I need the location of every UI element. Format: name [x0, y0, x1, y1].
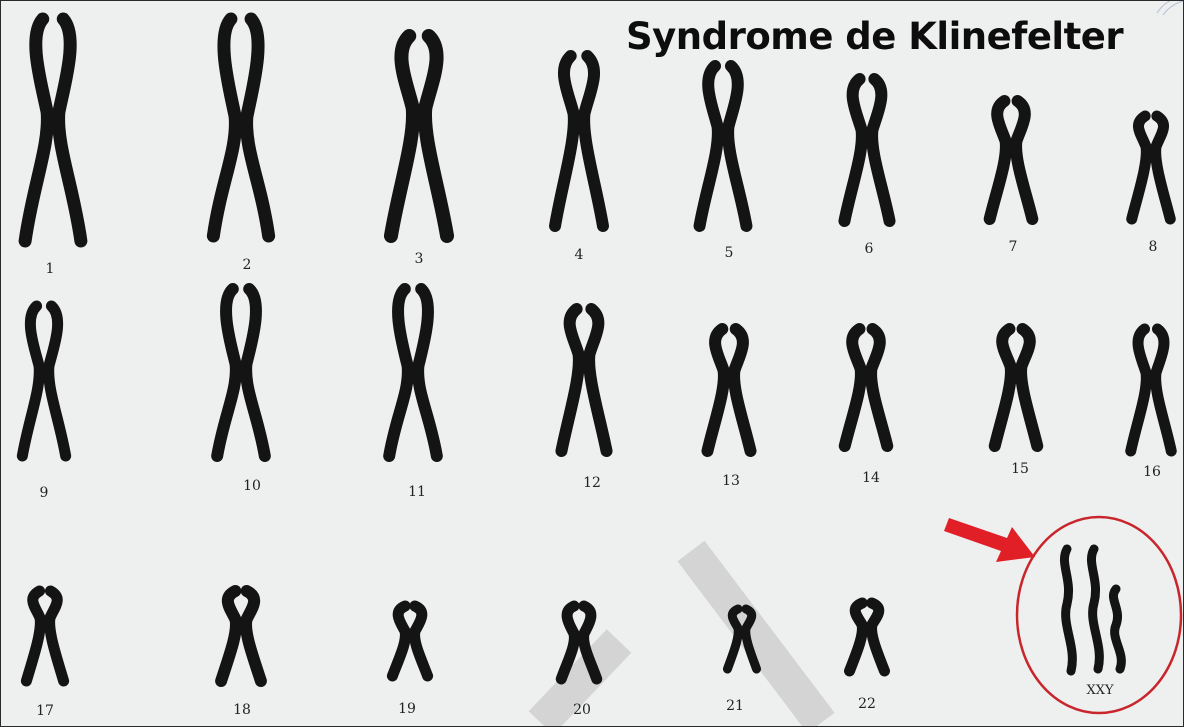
chromatid	[1156, 329, 1172, 451]
chromatid	[49, 306, 66, 456]
chromosome-label-21: 21	[726, 698, 744, 714]
chromosome-label-6: 6	[865, 241, 874, 257]
chromatid	[246, 591, 261, 681]
chromatid	[990, 101, 1006, 219]
chromatid	[26, 591, 40, 681]
chromatid	[50, 591, 64, 681]
chromatid	[425, 36, 447, 236]
chromosome-label-5: 5	[725, 245, 734, 261]
chromosome-pair-14	[845, 329, 888, 446]
chromosome-label-15: 15	[1011, 461, 1029, 477]
chromosome-pair-12	[561, 309, 606, 451]
chromatid	[1132, 116, 1147, 219]
chromosome-pair-22	[850, 603, 885, 671]
chromatid	[418, 289, 437, 456]
chromatid	[995, 329, 1011, 446]
chromosome-pair-10	[217, 289, 265, 456]
chromosome-label-22: 22	[858, 696, 876, 712]
chromatid	[392, 606, 405, 676]
chromosome-pair-15	[995, 329, 1038, 446]
chromatid	[871, 329, 887, 446]
chromosome-label-12: 12	[583, 475, 601, 491]
chromatid	[584, 56, 603, 226]
chromatid	[25, 19, 47, 241]
chromatid	[850, 603, 863, 671]
chromatid	[415, 606, 428, 676]
x-chromosome-1	[1064, 549, 1072, 671]
chromatid	[22, 306, 39, 456]
chromosome-label-4: 4	[575, 247, 584, 263]
chromosome-pair-2	[213, 19, 268, 236]
chromatid	[217, 289, 236, 456]
xxy-label: XXY	[1086, 683, 1114, 698]
chromatid	[221, 591, 236, 681]
chromosome-pair-7	[990, 101, 1033, 219]
chromatid	[700, 66, 718, 226]
chromosome-label-10: 10	[243, 478, 261, 494]
chromosome-pair-17	[26, 591, 63, 681]
chromosome-pair-19	[392, 606, 427, 676]
chromosome-pair-8	[1132, 116, 1171, 219]
chromatid	[389, 289, 408, 456]
x-chromosome-2	[1091, 549, 1099, 669]
chromosome-label-8: 8	[1149, 239, 1158, 255]
chromosome-pair-16	[1131, 329, 1171, 451]
chromosome-label-13: 13	[722, 473, 740, 489]
chromosome-pair-3	[391, 36, 447, 236]
chromosome-label-20: 20	[573, 702, 591, 718]
chromosome-label-18: 18	[233, 702, 251, 718]
chromatid	[872, 79, 889, 221]
chromatid	[872, 603, 885, 671]
chromatid	[727, 609, 738, 669]
arrow-icon	[944, 518, 1035, 562]
chromosome-pairs	[22, 19, 1171, 681]
chromatid	[555, 56, 574, 226]
chromatid	[561, 309, 578, 451]
page-title: Syndrome de Klinefelter	[626, 15, 1123, 58]
chromosome-label-7: 7	[1009, 239, 1018, 255]
chromosome-pair-5	[700, 66, 747, 226]
chromosome-pair-4	[555, 56, 603, 226]
chromosome-label-19: 19	[398, 701, 416, 717]
chromatid	[707, 329, 723, 451]
chromatid	[845, 329, 861, 446]
chromatid	[734, 329, 750, 451]
chromatid	[213, 19, 235, 236]
chromosome-label-17: 17	[36, 703, 54, 719]
chromosome-pair-6	[844, 79, 889, 221]
chromosome-label-16: 16	[1143, 464, 1161, 480]
xxy-chromosomes	[1064, 549, 1121, 671]
chromosome-label-1: 1	[46, 261, 55, 277]
chromosome-label-2: 2	[243, 257, 252, 273]
xxy-highlight: XXY	[1017, 517, 1181, 713]
chromatid	[1131, 329, 1147, 451]
chromosome-pair-11	[389, 289, 437, 456]
chromatid	[247, 19, 269, 236]
corner-decoration	[1153, 0, 1184, 19]
chromosome-label-11: 11	[408, 484, 426, 500]
chromatid	[391, 36, 413, 236]
chromosome-pair-13	[707, 329, 750, 451]
chromatid	[1016, 101, 1032, 219]
chromosome-pair-1	[25, 19, 81, 241]
chromatid	[844, 79, 861, 221]
chromosome-label-14: 14	[862, 470, 880, 486]
chromatid	[1021, 329, 1037, 446]
y-chromosome	[1113, 589, 1121, 669]
chromatid	[589, 309, 606, 451]
chromatid	[59, 19, 81, 241]
chromatid	[1156, 116, 1171, 219]
chromatid	[728, 66, 746, 226]
chromatid	[246, 289, 265, 456]
chromosome-pair-9	[22, 306, 65, 456]
chromosome-label-9: 9	[40, 485, 49, 501]
chromosome-pair-18	[221, 591, 261, 681]
chromosome-label-3: 3	[415, 251, 424, 267]
